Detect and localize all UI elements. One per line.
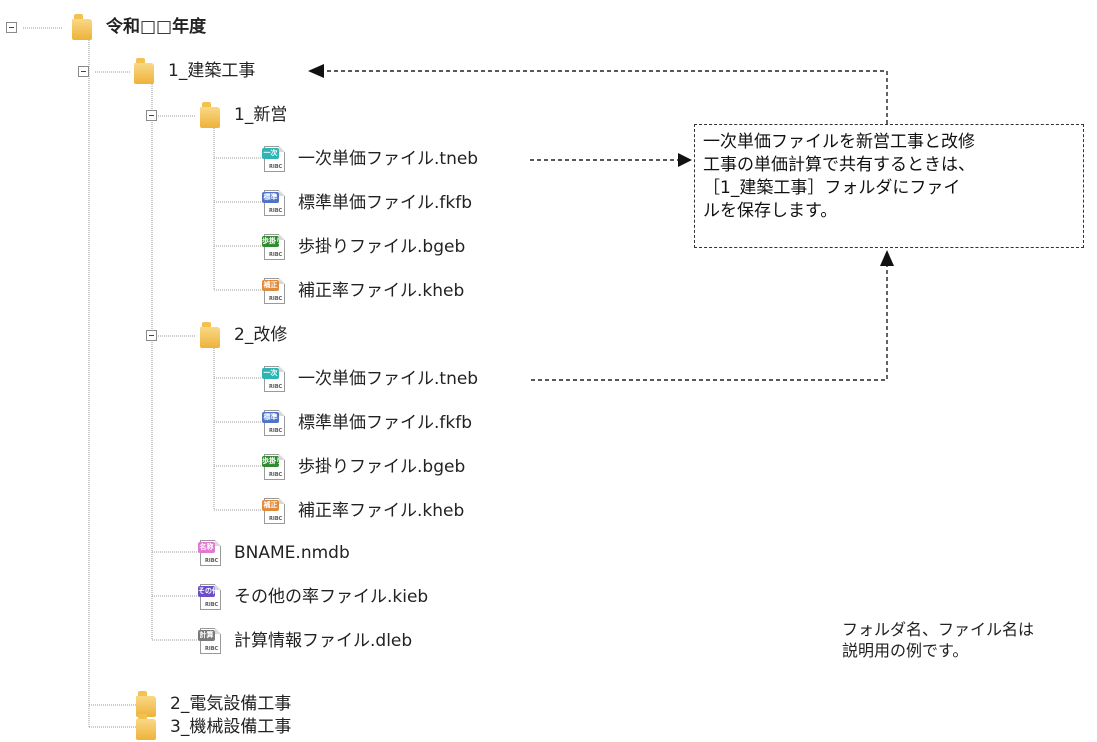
file-item[interactable]: 補正 RIBC 補正率ファイル.kheb [262, 277, 464, 305]
file-label: 補正率ファイル.kheb [298, 501, 465, 521]
folder-icon [136, 691, 156, 717]
hyojun-file-icon: 標準 RIBC [262, 409, 286, 437]
folder-icon [134, 58, 154, 84]
bugakari-file-icon: 歩掛り RIBC [262, 453, 286, 481]
folder-kikai-label: 3_機械設備工事 [170, 717, 292, 737]
file-label: 補正率ファイル.kheb [298, 281, 465, 301]
collapse-toggle-shinei[interactable] [146, 110, 157, 121]
footnote-line: 説明用の例です。 [842, 641, 969, 660]
tanka-file-icon: 一次 RIBC [262, 365, 286, 393]
bname-file-icon: 名称 RIBC [198, 539, 222, 567]
folder-kikai[interactable]: 3_機械設備工事 [136, 714, 291, 740]
file-label: 歩掛りファイル.bgeb [298, 457, 466, 477]
note-line: 工事の単価計算で共有するときは、 [703, 155, 975, 175]
folder-denki-label: 2_電気設備工事 [170, 694, 292, 714]
folder-shinei-label: 1_新営 [234, 105, 288, 125]
folder-denki[interactable]: 2_電気設備工事 [136, 691, 291, 717]
bugakari-file-icon: 歩掛り RIBC [262, 233, 286, 261]
arrow-head-right [678, 153, 692, 167]
collapse-toggle-kaishu[interactable] [146, 330, 157, 341]
file-label: BNAME.nmdb [234, 543, 350, 563]
collapse-toggle-root[interactable] [6, 22, 17, 33]
folder-icon [72, 14, 92, 40]
folder-root-label: 令和□□年度 [106, 17, 207, 37]
file-item[interactable]: 標準 RIBC 標準単価ファイル.fkfb [262, 409, 472, 437]
folder-icon [200, 322, 220, 348]
file-label: 一次単価ファイル.tneb [298, 369, 479, 389]
hyojun-file-icon: 標準 RIBC [262, 189, 286, 217]
keisan-file-icon: 計算 RIBC [198, 627, 222, 655]
collapse-toggle-kenchiku[interactable] [78, 66, 89, 77]
arrow-head-up [880, 250, 894, 266]
file-item[interactable]: 補正 RIBC 補正率ファイル.kheb [262, 497, 464, 525]
folder-shinei[interactable]: 1_新営 [200, 102, 287, 128]
folder-root[interactable]: 令和□□年度 [72, 14, 206, 40]
file-label: 計算情報ファイル.dleb [234, 631, 413, 651]
file-item[interactable]: 計算 RIBC 計算情報ファイル.dleb [198, 627, 412, 655]
arrow-head-left [308, 64, 324, 78]
example-footnote: フォルダ名、ファイル名は 説明用の例です。 [842, 619, 1034, 661]
file-label: 歩掛りファイル.bgeb [298, 237, 466, 257]
file-label: 標準単価ファイル.fkfb [298, 193, 473, 213]
file-item[interactable]: 一次 RIBC 一次単価ファイル.tneb [262, 145, 478, 173]
file-item[interactable]: 名称 RIBC BNAME.nmdb [198, 539, 350, 567]
note-line: ［1_建築工事］フォルダにファイ [703, 178, 961, 198]
share-note-box: 一次単価ファイルを新営工事と改修 工事の単価計算で共有するときは、 ［1_建築工… [694, 124, 1084, 248]
folder-icon [200, 102, 220, 128]
folder-icon [136, 714, 156, 740]
file-label: 標準単価ファイル.fkfb [298, 413, 473, 433]
tanka-file-icon: 一次 RIBC [262, 145, 286, 173]
folder-kaishu[interactable]: 2_改修 [200, 322, 287, 348]
note-line: 一次単価ファイルを新営工事と改修 [703, 132, 975, 152]
file-item[interactable]: 一次 RIBC 一次単価ファイル.tneb [262, 365, 478, 393]
kaishu-arrow-line [531, 264, 888, 381]
kenchiku-arrow-line [324, 70, 888, 124]
file-label: 一次単価ファイル.tneb [298, 149, 479, 169]
file-item[interactable]: その他 RIBC その他の率ファイル.kieb [198, 583, 428, 611]
sonota-file-icon: その他 RIBC [198, 583, 222, 611]
hoseiritsu-file-icon: 補正 RIBC [262, 277, 286, 305]
file-label: その他の率ファイル.kieb [234, 587, 429, 607]
folder-kaishu-label: 2_改修 [234, 325, 288, 345]
note-line: ルを保存します。 [703, 201, 838, 221]
file-item[interactable]: 歩掛り RIBC 歩掛りファイル.bgeb [262, 233, 465, 261]
footnote-line: フォルダ名、ファイル名は [842, 620, 1035, 639]
file-item[interactable]: 歩掛り RIBC 歩掛りファイル.bgeb [262, 453, 465, 481]
file-item[interactable]: 標準 RIBC 標準単価ファイル.fkfb [262, 189, 472, 217]
hoseiritsu-file-icon: 補正 RIBC [262, 497, 286, 525]
folder-kenchiku-label: 1_建築工事 [168, 61, 256, 81]
folder-kenchiku[interactable]: 1_建築工事 [134, 58, 255, 84]
